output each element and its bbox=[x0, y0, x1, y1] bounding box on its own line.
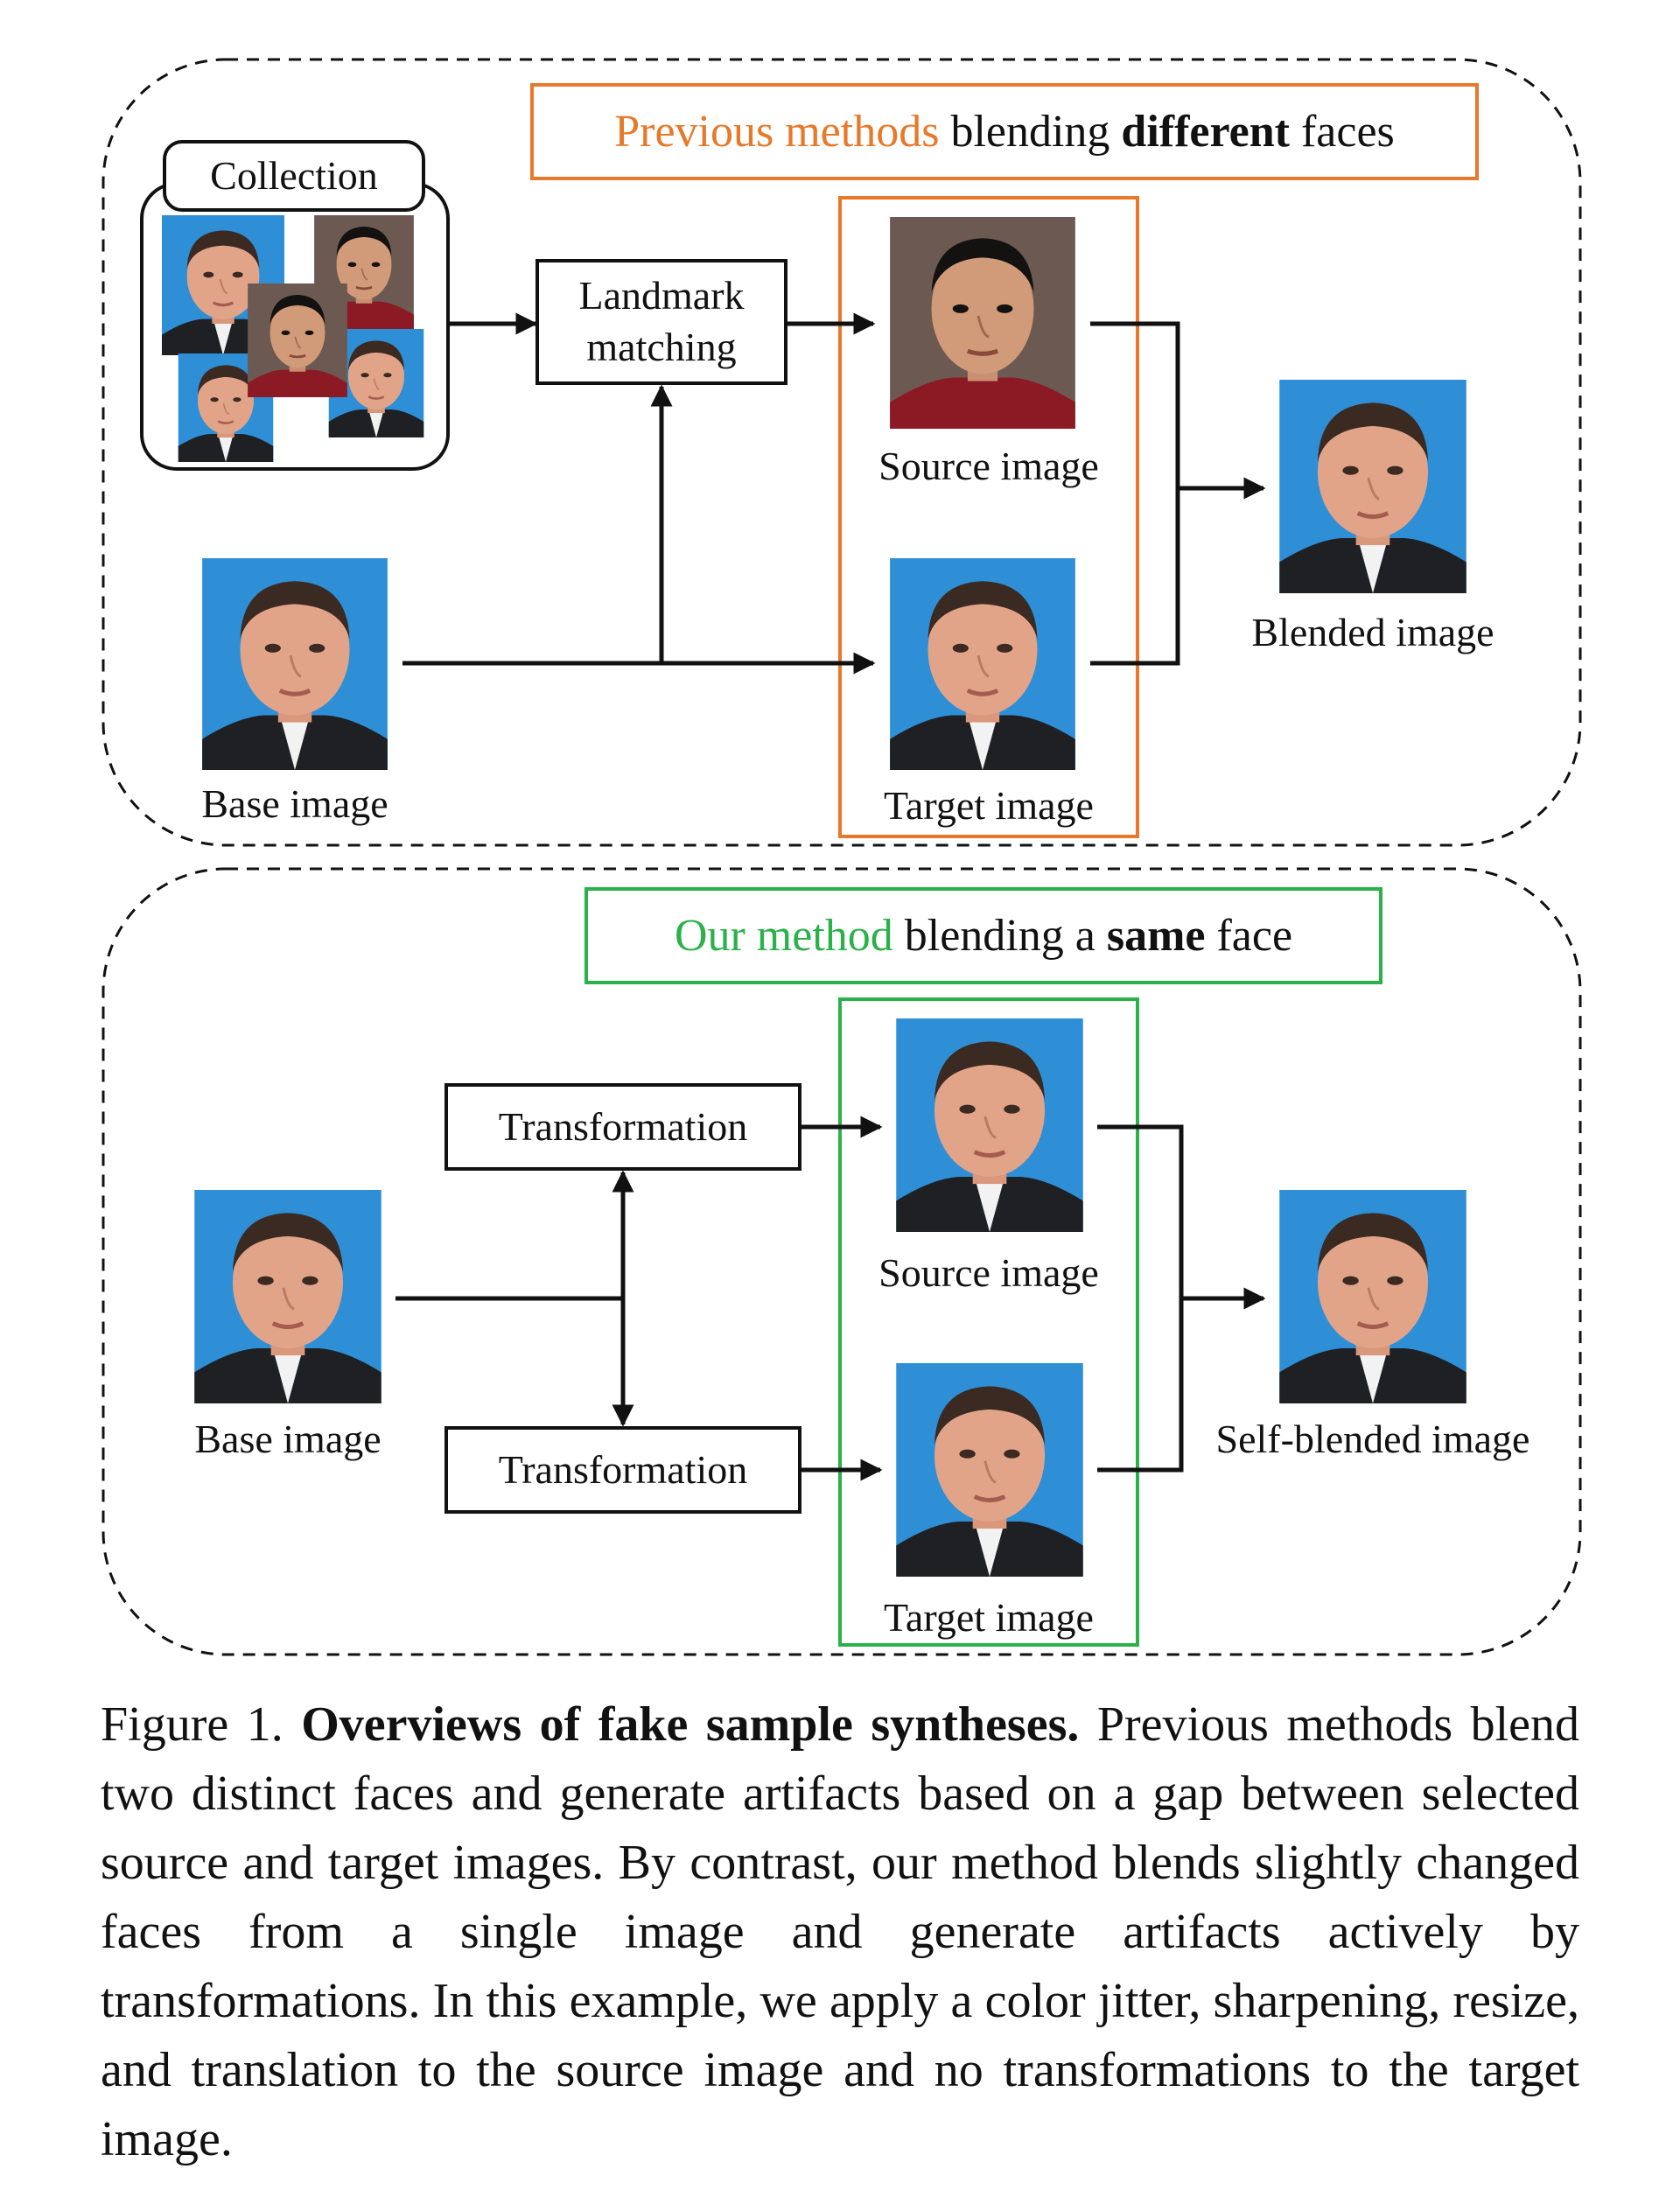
transform-bottom-label: Transformation bbox=[498, 1446, 748, 1492]
bottom-base-label: Base image bbox=[194, 1417, 382, 1461]
top-blended-label: Blended image bbox=[1251, 610, 1494, 654]
bottom-heading-frame bbox=[584, 887, 1382, 984]
bottom-blended-photo bbox=[1279, 1190, 1466, 1403]
landmark-label-line1: Landmark bbox=[578, 273, 745, 318]
bottom-heading-colored: Our method bbox=[674, 910, 893, 961]
bottom-heading: Our method blending a same face bbox=[586, 889, 1381, 983]
bottom-heading-bold: same bbox=[1106, 910, 1206, 961]
line-top-merge bbox=[1090, 321, 1180, 666]
top-base-label: Base image bbox=[201, 781, 388, 826]
transform-top-box bbox=[444, 1083, 802, 1171]
top-heading-bold: different bbox=[1121, 106, 1290, 157]
collection-label: Collection bbox=[210, 152, 378, 198]
top-blended-photo bbox=[1279, 380, 1466, 593]
bottom-panel-frame bbox=[102, 867, 1582, 1656]
transform-top-label: Transformation bbox=[498, 1103, 748, 1149]
top-base-photo bbox=[202, 558, 388, 770]
top-heading-tail: faces bbox=[1300, 106, 1395, 157]
top-target-label: Target image bbox=[884, 783, 1094, 828]
top-heading-frame bbox=[530, 83, 1479, 180]
bottom-source-photo bbox=[896, 1018, 1083, 1232]
caption-body: Previous methods blend two distinct face… bbox=[101, 1697, 1580, 2166]
bottom-target-label: Target image bbox=[884, 1595, 1094, 1640]
bottom-heading-tail: face bbox=[1216, 910, 1293, 961]
caption-title: Overviews of fake sample syntheses. bbox=[301, 1697, 1080, 1752]
top-selection-frame bbox=[838, 196, 1139, 838]
collection-photo-5 bbox=[246, 283, 349, 397]
top-panel-frame bbox=[102, 58, 1582, 847]
bottom-base-photo bbox=[194, 1190, 382, 1403]
landmark-label: Landmark matching bbox=[537, 261, 786, 383]
bottom-selection-frame bbox=[838, 997, 1139, 1647]
top-source-label: Source image bbox=[878, 444, 1099, 488]
top-heading-middle: blending bbox=[950, 106, 1110, 157]
bottom-source-label: Source image bbox=[878, 1250, 1099, 1295]
figure-caption: Figure 1. Overviews of fake sample synth… bbox=[101, 1690, 1579, 2174]
bottom-blended-label: Self-blended image bbox=[1215, 1417, 1530, 1461]
top-source-photo bbox=[890, 217, 1075, 429]
landmark-label-line2: matching bbox=[586, 325, 737, 369]
top-heading: Previous methods blending different face… bbox=[532, 85, 1477, 178]
collection-title-frame bbox=[163, 140, 425, 212]
top-target-photo bbox=[890, 558, 1075, 770]
top-heading-colored: Previous methods bbox=[614, 106, 940, 157]
caption-prefix: Figure 1. bbox=[101, 1697, 284, 1752]
figure-diagram bbox=[102, 58, 1582, 1656]
bottom-heading-middle: blending a bbox=[904, 910, 1096, 961]
bottom-target-photo bbox=[896, 1363, 1083, 1577]
